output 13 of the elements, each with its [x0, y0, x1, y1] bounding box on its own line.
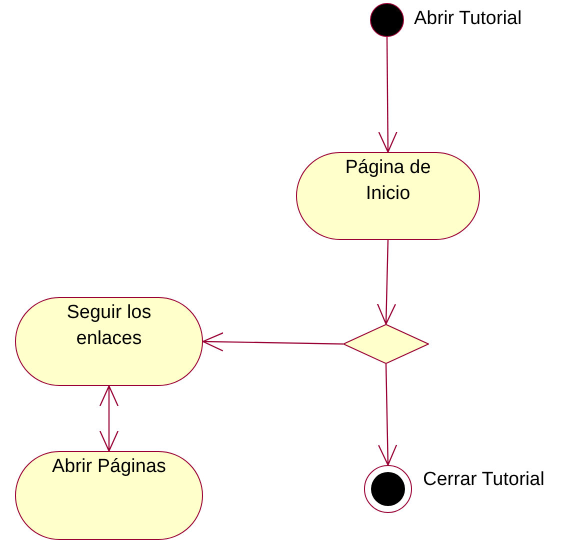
end-node — [364, 465, 412, 513]
activity-label: Seguir los enlaces — [66, 301, 152, 351]
arrow — [202, 332, 344, 352]
activity-label: Abrir Páginas — [52, 455, 166, 479]
activity-label: Página de Inicio — [344, 156, 432, 206]
arrow — [378, 364, 398, 466]
arrow — [378, 37, 398, 153]
node-caption: Abrir Tutorial — [414, 7, 522, 31]
arrow — [99, 385, 119, 452]
node-caption: Cerrar Tutorial — [423, 468, 544, 492]
decision-diamond — [343, 324, 429, 364]
start-node — [370, 3, 404, 37]
arrow — [376, 240, 396, 325]
